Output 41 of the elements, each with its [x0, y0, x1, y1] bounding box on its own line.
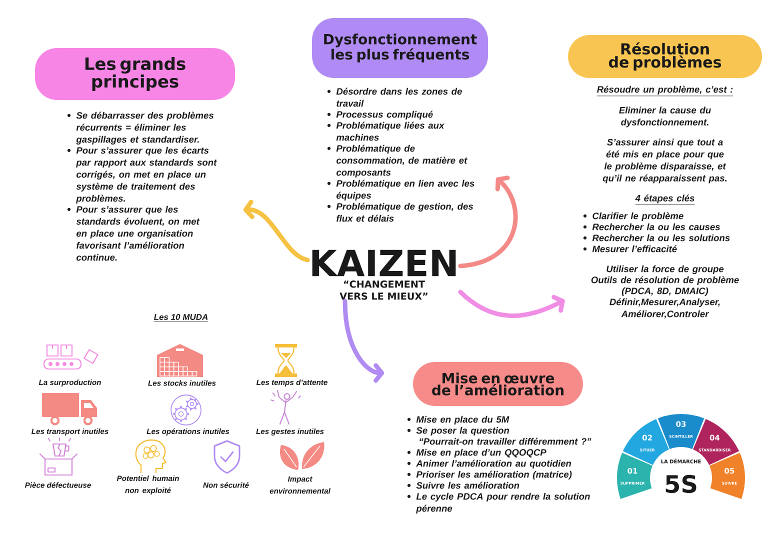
heading-pill: Résolution de problèmes	[568, 35, 762, 78]
curved-arrow	[243, 200, 310, 262]
subheading: Résoudre un problème, c’est :	[596, 86, 734, 96]
section-heading: Les 10 MUDA	[154, 314, 208, 322]
list-item: Prioriser les amélioration (matrice)	[416, 470, 572, 480]
list-item: Rechercher la ou les causes	[592, 223, 720, 230]
graphic-title: 5S	[666, 474, 696, 494]
list-item: Problématique de gestion, des flux et délais	[336, 202, 474, 222]
list-item: Mesurer l’efficacité	[592, 245, 677, 252]
list-item: Désordre dans les zones de travail	[336, 88, 462, 107]
curved-arrow	[342, 298, 384, 383]
paragraph: Utiliser la force de groupe	[606, 265, 724, 274]
curved-arrow	[458, 290, 565, 318]
quote-text: “Pourrait-on travailler différemment ?”	[420, 438, 592, 445]
list-item: Clarifier le problème	[592, 212, 684, 222]
heading-pill: Mise en œuvre de l’amélioration	[413, 362, 583, 406]
list-item: Suivre les amélioration	[416, 482, 520, 489]
main-title: KAIZEN	[312, 250, 456, 276]
list-item: Se poser la question	[416, 426, 510, 436]
subheading: 4 étapes clés	[635, 194, 695, 205]
list-item: Problématique liées aux machines	[336, 122, 444, 141]
paragraph: S’assurer ainsi que tout a été mis en place pour que le problème disparaisse, et qu’il ne réapparaissent pas.	[602, 138, 727, 184]
list-item: Problématique de consommation, de matière et composants	[336, 144, 468, 178]
list-item: Se débarrasser des problèmes récurrents = éliminer les gaspillages et standardiser.	[76, 112, 214, 145]
heading-pill: Les grands principes	[35, 48, 235, 100]
curved-arrow	[458, 176, 518, 268]
paragraph: Définir,Mesurer,Analyser,Améliorer,Controler	[610, 298, 720, 319]
list-item: Le cycle PDCA pour rendre la solution pérenne	[416, 492, 590, 514]
list-item: Processus compliqué	[336, 110, 433, 120]
list-item: Mise en place d’un QQOQCP	[416, 448, 546, 458]
paragraph: Outils de résolution de problème	[591, 276, 739, 286]
list-item: Pour s’assurer que les standards évoluent, on met en place une organisation favorisant l’amélioration continue.	[76, 206, 200, 261]
list-item: Animer l’amélioration au quotidien	[416, 460, 572, 469]
heading-pill: Dysfonctionnement les plus fréquents	[312, 18, 488, 78]
list-item: Mise en place du 5M	[416, 416, 510, 425]
subtitle: “CHANGEMENT VERS LE MIEUX”	[340, 280, 428, 300]
list-item: Rechercher la ou les solutions	[592, 234, 730, 242]
paragraph: (PDCA, 8D, DMAIC)	[622, 287, 708, 296]
list-item: Pour s’assurer que les écarts par rapport aux standards sont corrigés, on met en place un système de traitement des problèmes.	[76, 146, 217, 204]
list-item: Problématique en lien avec les équipes	[336, 180, 474, 201]
paragraph: Eliminer la cause du dysfonctionnement.	[619, 106, 711, 128]
